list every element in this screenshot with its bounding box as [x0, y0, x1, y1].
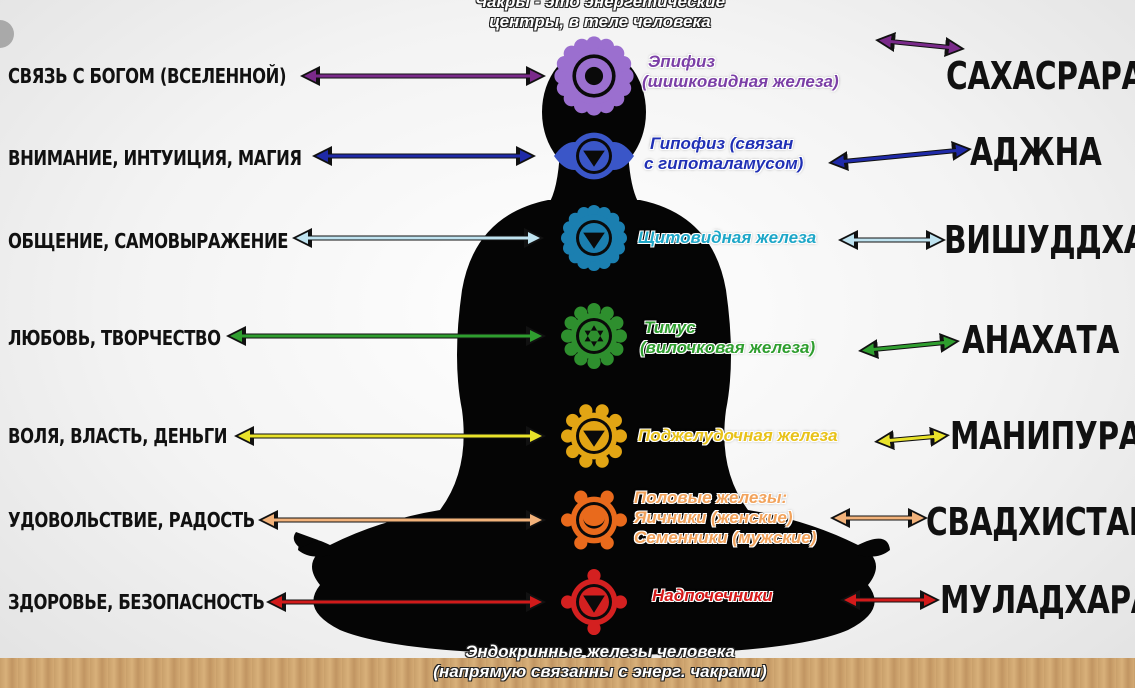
gland-line: Поджелудочная железа	[638, 426, 838, 445]
gland-line: Половые железы:	[634, 488, 788, 507]
chakra-symbol-svadhisthana-icon	[561, 490, 628, 550]
left-label-ajna: ВНИМАНИЕ, ИНТУИЦИЯ, МАГИЯ	[8, 146, 302, 170]
left-label-sahasrara: СВЯЗЬ С БОГОМ (ВСЕЛЕННОЙ)	[8, 64, 287, 88]
footer-caption: Эндокринные железы человека (напрямую св…	[390, 642, 810, 682]
symbol-glyph	[583, 150, 605, 167]
gland-label-muladhara: Надпочечники	[652, 586, 773, 606]
gland-line: Гипофиз (связан	[650, 134, 794, 153]
symbol-glyph	[583, 430, 605, 447]
right-arrow-manipura	[878, 430, 946, 447]
gland-line: Щитовидная железа	[638, 228, 817, 247]
chakra-name-anahata: АНАХАТА	[962, 318, 1119, 362]
chakra-name-svadhisthana: СВАДХИСТАНА	[926, 500, 1135, 544]
chakra-symbols-layer	[554, 36, 634, 636]
chakra-symbol-ajna-icon	[554, 132, 634, 180]
gland-label-sahasrara: Эпифиз (шишковидная железа)	[642, 52, 839, 92]
symbol-glyph	[584, 66, 604, 86]
right-arrow-sahasrara	[879, 35, 961, 54]
symbol-glyph	[583, 595, 605, 613]
gland-line: с гипоталамусом)	[644, 154, 804, 173]
right-arrow-ajna	[832, 144, 968, 168]
chakra-name-vishuddha: ВИШУДДХА	[944, 218, 1135, 262]
chakra-name-manipura: МАНИПУРА	[950, 414, 1135, 458]
gland-line: Надпочечники	[652, 586, 773, 605]
left-label-anahata: ЛЮБОВЬ, ТВОРЧЕСТВО	[8, 326, 221, 350]
left-label-svadhisthana: УДОВОЛЬСТВИЕ, РАДОСТЬ	[8, 508, 255, 532]
chakra-symbol-manipura-icon	[561, 404, 628, 468]
footer-line-1: Эндокринные железы человека	[465, 642, 735, 661]
gland-label-svadhisthana: Половые железы: Яичники (женские) Семенн…	[634, 488, 816, 548]
wooden-floor	[0, 658, 1135, 688]
gland-line: (вилочковая железа)	[640, 338, 816, 357]
gland-line: Семенники (мужские)	[634, 528, 817, 547]
chakra-symbol-anahata-icon	[561, 303, 628, 369]
gland-line: Тимус	[644, 318, 696, 337]
gland-line: (шишковидная железа)	[642, 72, 839, 91]
gland-line: Эпифиз	[648, 52, 716, 71]
gland-label-manipura: Поджелудочная железа	[638, 426, 838, 446]
left-label-manipura: ВОЛЯ, ВЛАСТЬ, ДЕНЬГИ	[8, 424, 228, 448]
header-caption: Чакры - это энергетические центры, в тел…	[440, 0, 760, 32]
left-scroll-handle[interactable]	[0, 20, 14, 48]
chakra-name-sahasrara: САХАСРАРА	[946, 54, 1135, 98]
gland-label-vishuddha: Щитовидная железа	[638, 228, 816, 248]
gland-line: Яичники (женские)	[634, 508, 793, 527]
symbol-glyph	[583, 232, 605, 249]
gland-label-anahata: Тимус (вилочковая железа)	[640, 318, 815, 358]
arrows-layer	[226, 32, 972, 612]
symbol-glyph	[583, 517, 605, 529]
chakra-symbol-sahasrara-icon	[554, 36, 634, 116]
right-arrow-anahata	[862, 336, 956, 356]
header-line-2: центры, в теле человека	[489, 12, 711, 31]
chakra-name-muladhara: МУЛАДХАРА	[940, 578, 1135, 622]
left-label-muladhara: ЗДОРОВЬЕ, БЕЗОПАСНОСТЬ	[8, 590, 265, 614]
chakra-symbol-muladhara-icon	[561, 569, 628, 636]
chakra-name-ajna: АДЖНА	[970, 130, 1102, 174]
left-label-vishuddha: ОБЩЕНИЕ, САМОВЫРАЖЕНИЕ	[8, 229, 289, 253]
symbol-core	[579, 505, 609, 535]
symbol-glyph	[584, 325, 604, 347]
footer-line-2: (напрямую связанны с энерг. чакрами)	[433, 662, 767, 681]
symbol-core	[579, 321, 609, 351]
gland-label-ajna: Гипофиз (связан с гипоталамусом)	[644, 134, 803, 174]
chakra-symbol-vishuddha-icon	[561, 205, 628, 271]
header-line-1: Чакры - это энергетические	[474, 0, 726, 11]
